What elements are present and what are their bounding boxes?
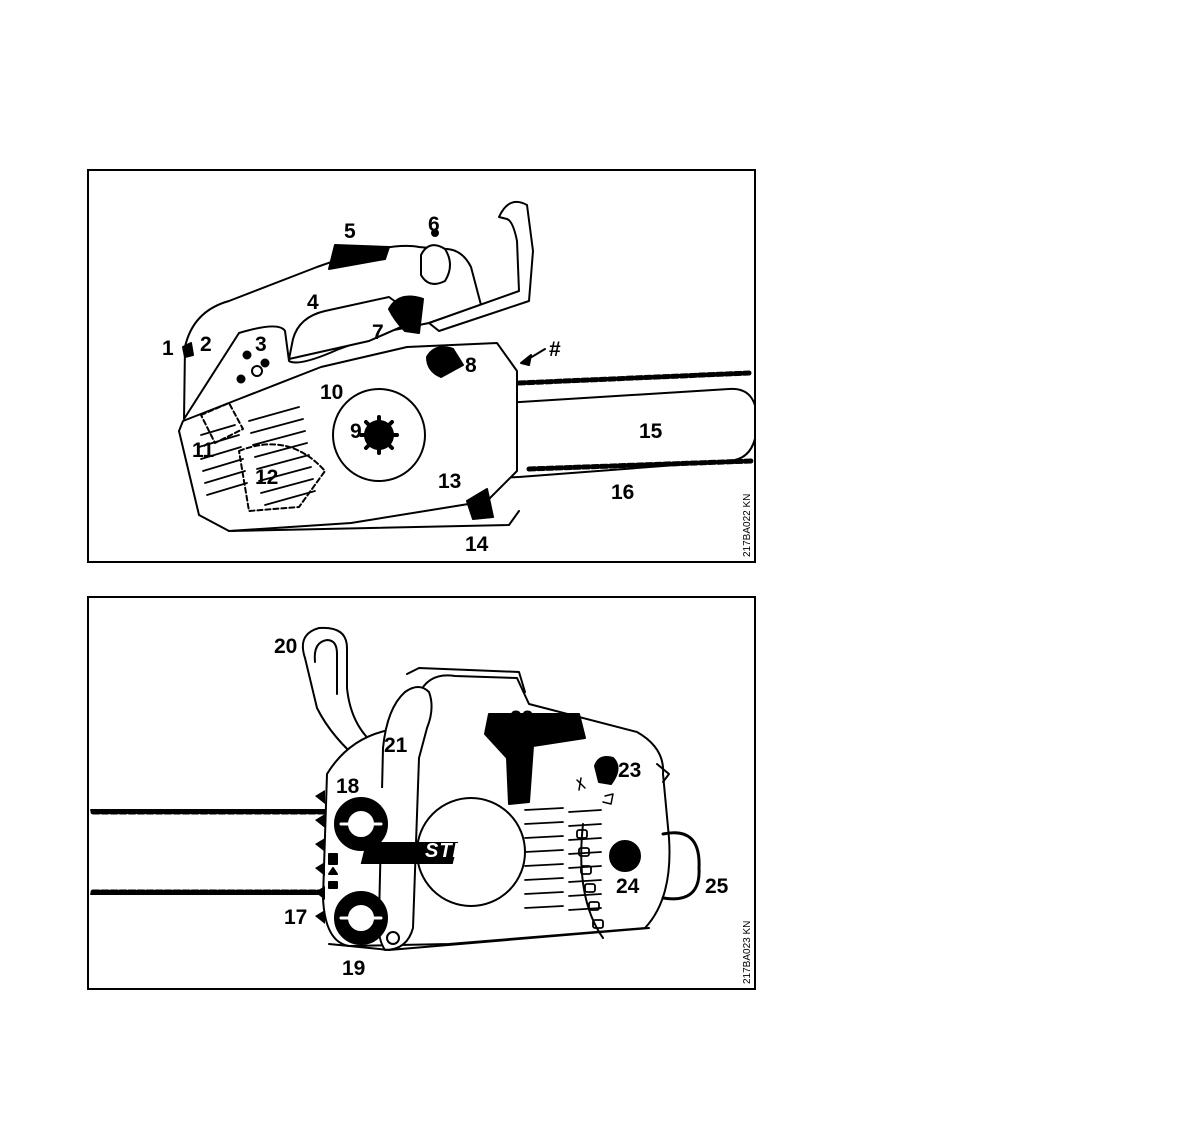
callout-hash: #	[549, 339, 561, 360]
figure-code-bottom: 217BA023 KN	[742, 921, 753, 984]
callout-17: 17	[284, 907, 307, 928]
callout-14: 14	[465, 534, 488, 555]
callout-21: 21	[384, 735, 407, 756]
guide-bar	[91, 810, 329, 894]
figure-bottom-panel: STIHL 17 18 19 20 21 22 23 24 25 217BA02…	[87, 596, 756, 990]
figure-top-panel: 1 2 3 4 5 6 7 8 9 10 11 12 13 14 15 16 #…	[87, 169, 756, 563]
callout-23: 23	[618, 760, 641, 781]
callout-10: 10	[320, 382, 343, 403]
callout-3: 3	[255, 334, 267, 355]
callout-12: 12	[255, 467, 278, 488]
decompression-valve	[610, 841, 640, 871]
callout-13: 13	[438, 471, 461, 492]
callout-20: 20	[274, 636, 297, 657]
handle-top-loop	[421, 245, 450, 284]
callout-22: 22	[510, 708, 533, 729]
callout-4: 4	[307, 292, 319, 313]
callout-9: 9	[350, 421, 362, 442]
chainsaw-other-side-drawing	[89, 598, 754, 988]
callout-19: 19	[342, 958, 365, 979]
callout-24: 24	[616, 876, 639, 897]
callout-5: 5	[344, 221, 356, 242]
callout-1: 1	[162, 338, 174, 359]
callout-8: 8	[465, 355, 477, 376]
callout-6: 6	[428, 214, 440, 235]
chainsaw-side-view-drawing	[89, 171, 754, 561]
choke-lever	[595, 757, 618, 784]
saw-chain-top	[519, 373, 749, 383]
callout-16: 16	[611, 482, 634, 503]
callout-11: 11	[192, 440, 214, 461]
callout-18: 18	[336, 776, 359, 797]
chain-sprocket	[361, 417, 397, 453]
fuel-tank-cap	[335, 892, 387, 944]
callout-2: 2	[200, 334, 212, 355]
figure-code-top: 217BA022 KN	[742, 494, 753, 557]
callout-7: 7	[372, 322, 384, 343]
brand-logo-text: STIHL	[425, 840, 488, 863]
callout-15: 15	[639, 421, 662, 442]
callout-25: 25	[705, 876, 728, 897]
